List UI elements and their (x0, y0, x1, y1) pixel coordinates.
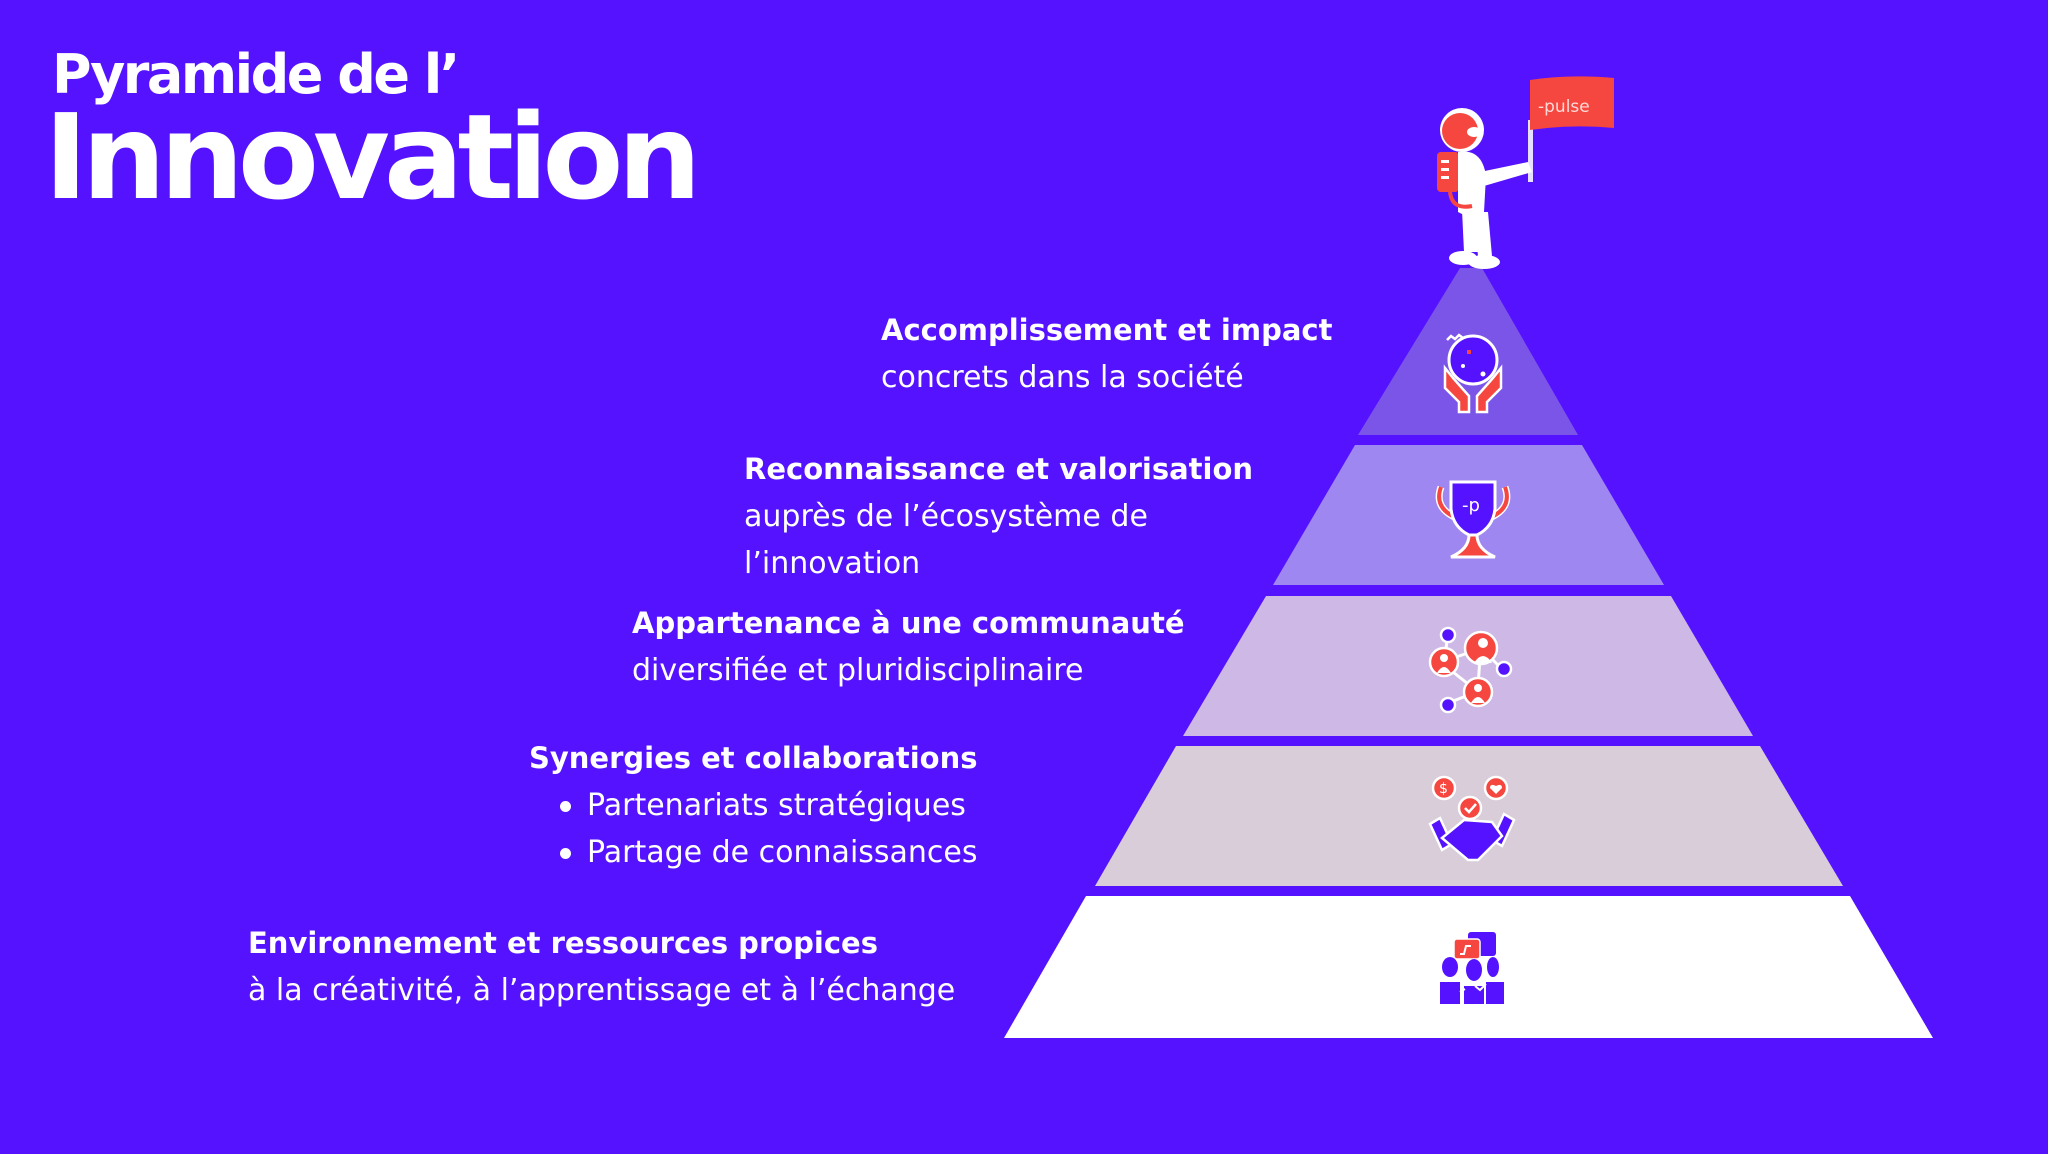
astronaut-with-flag-icon: -pulse (1437, 76, 1614, 269)
tier-2-label: Reconnaissance et valorisation auprès de… (744, 446, 1253, 587)
pyramid-tier-3 (1183, 596, 1753, 736)
tier-2-heading: Reconnaissance et valorisation (744, 452, 1254, 486)
tier-5-heading: Environnement et ressources propices (248, 926, 878, 960)
tier-3-heading: Appartenance à une communauté (632, 606, 1185, 640)
tier-2-description-line-2: l’innovation (744, 546, 921, 581)
team-discussion-icon (1440, 932, 1504, 1004)
hands-holding-globe-icon (1443, 333, 1503, 414)
tier-3-description: diversifiée et pluridisciplinaire (632, 653, 1084, 688)
tier-1-label: Accomplissement et impact concrets dans … (881, 307, 1332, 401)
bullet-dot-icon (560, 848, 571, 859)
tier-1-heading: Accomplissement et impact (881, 313, 1333, 347)
tier-3-label: Appartenance à une communauté diversifié… (632, 600, 1185, 694)
title-line-1: Pyramide de l’ (52, 43, 460, 106)
svg-text:$: $ (1439, 781, 1448, 797)
tier-4-bullet-list: Partenariats stratégiques Partage de con… (529, 782, 978, 876)
flag-text: -pulse (1538, 97, 1590, 117)
tier-4-heading: Synergies et collaborations (529, 741, 978, 775)
tier-4-label: Synergies et collaborations Partenariats… (529, 735, 978, 876)
tier-1-description: concrets dans la société (881, 360, 1244, 395)
community-network-icon (1428, 626, 1513, 714)
bullet-text: Partage de connaissances (587, 835, 978, 870)
trophy-icon: -p (1435, 480, 1511, 559)
trophy-text: -p (1462, 495, 1480, 516)
tier-4-bullet: Partenariats stratégiques (560, 782, 978, 829)
tier-2-description-line-1: auprès de l’écosystème de (744, 499, 1148, 534)
handshake-partnership-icon: $ (1428, 775, 1516, 862)
bullet-text: Partenariats stratégiques (587, 788, 966, 823)
bullet-dot-icon (560, 801, 571, 812)
tier-5-label: Environnement et ressources propices à l… (248, 920, 955, 1014)
tier-4-bullet: Partage de connaissances (560, 829, 978, 876)
title-line-2: Innovation (44, 88, 701, 226)
tier-5-description: à la créativité, à l’apprentissage et à … (248, 973, 956, 1008)
